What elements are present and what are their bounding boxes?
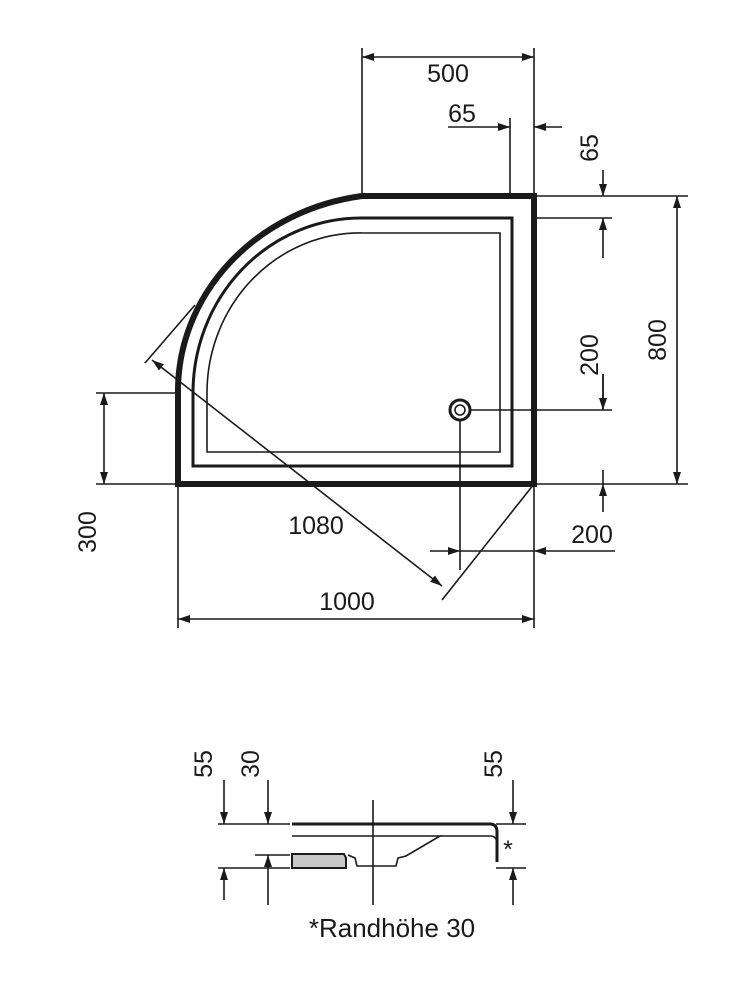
dim-line-1080 <box>151 359 443 587</box>
dim-label-1080: 1080 <box>288 512 344 540</box>
dim-label-55-left: 55 <box>190 750 218 778</box>
tray-section-profile <box>292 822 499 862</box>
dim-label-300: 300 <box>74 511 102 553</box>
dim-label-65-vertical: 65 <box>576 134 604 162</box>
dim-label-30-left: 30 <box>237 750 265 778</box>
tray-outer-outline <box>174 193 537 487</box>
tray-inner-rim <box>191 216 514 468</box>
dim-label-800: 800 <box>644 319 672 361</box>
dim-label-200-horizontal: 200 <box>571 521 613 549</box>
dim-label-1000: 1000 <box>319 588 375 616</box>
dim-label-200-vertical: 200 <box>576 334 604 376</box>
dim-label-65-horizontal: 65 <box>448 100 476 128</box>
dim-label-500: 500 <box>427 60 469 88</box>
dim-label-55-right: 55 <box>480 750 508 778</box>
section-view: 55 30 55 * *Randhöhe 30 <box>190 750 526 943</box>
plan-view: 500 65 65 800 200 300 1080 200 1000 <box>74 48 688 628</box>
rim-height-note: *Randhöhe 30 <box>309 913 475 943</box>
tray-section-fill <box>291 853 347 869</box>
drain-icon <box>448 398 472 422</box>
rim-height-asterisk: * <box>503 836 513 864</box>
